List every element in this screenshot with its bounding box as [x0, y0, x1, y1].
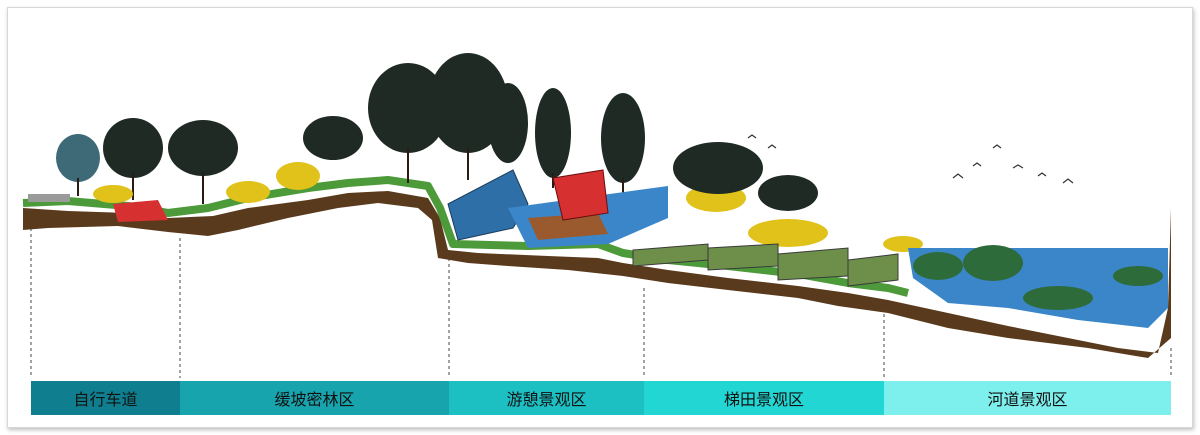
zone-bike-lane: 自行车道 [31, 381, 180, 415]
trunks [77, 148, 624, 204]
aquatic-plants [913, 245, 1163, 310]
red-walkway [113, 200, 168, 222]
bike-path [28, 194, 70, 202]
zone-label: 缓坡密林区 [274, 390, 355, 409]
zone-label: 河道景观区 [987, 390, 1068, 409]
landscape-section-drawing [22, 53, 1172, 378]
stone-wall [447, 169, 529, 241]
wooden-deck [528, 213, 608, 240]
grass-surface [22, 176, 909, 297]
terrace-trees [673, 142, 818, 211]
flying-birds [747, 134, 1074, 184]
section-illustration-frame: 自行车道 缓坡密林区 游憩景观区 梯田景观区 河道景观区 [7, 7, 1193, 428]
soil-profile [23, 191, 1171, 358]
forest-trees-left [56, 53, 645, 183]
red-pavilion [552, 169, 609, 221]
zone-slope-forest: 缓坡密林区 [180, 381, 449, 415]
zone-terrace: 梯田景观区 [644, 381, 884, 415]
terrace-steps [632, 243, 899, 287]
zone-dividers [30, 228, 1172, 378]
zone-legend: 自行车道 缓坡密林区 游憩景观区 梯田景观区 河道景观区 [31, 381, 1171, 415]
zone-label: 梯田景观区 [723, 390, 804, 409]
zone-recreation: 游憩景观区 [449, 381, 644, 415]
zone-river: 河道景观区 [884, 381, 1171, 415]
zone-label: 自行车道 [73, 390, 138, 409]
zone-label: 游憩景观区 [506, 390, 587, 409]
